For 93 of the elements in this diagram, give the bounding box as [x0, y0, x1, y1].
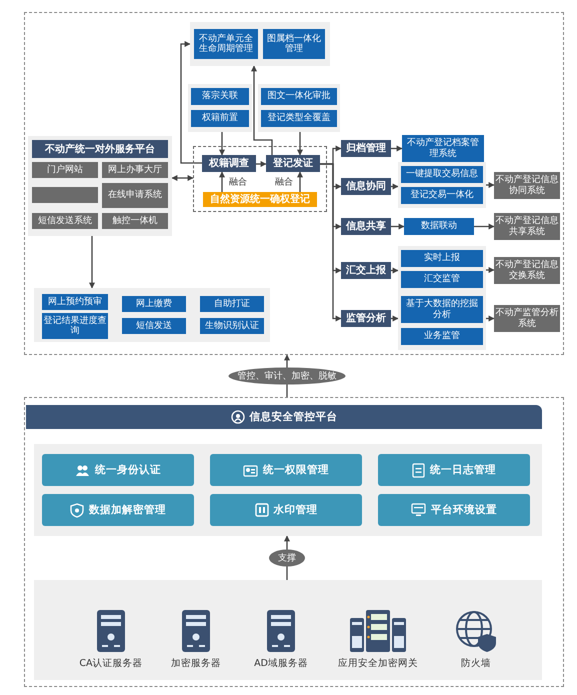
- panel: [258, 84, 340, 132]
- arrow: [297, 132, 303, 156]
- panel: [188, 84, 252, 132]
- process-box: 归档管理: [341, 140, 391, 157]
- arrow: [391, 184, 399, 190]
- banner: 自然资源统一确权登记: [203, 192, 317, 207]
- feature-tile: [210, 494, 362, 526]
- feature-box: 登记类型全覆盖: [261, 110, 337, 127]
- edge-label: 融合: [228, 176, 248, 188]
- arrow: [391, 146, 403, 152]
- server-label: CA认证服务器: [79, 657, 143, 670]
- system-box: 门户网站: [32, 162, 98, 178]
- tile-label: 统一身份认证: [95, 463, 161, 477]
- feature-box: 生物识别认证: [200, 318, 264, 334]
- feature-box: 不动产单元全生命周期管理: [194, 29, 258, 59]
- arrow: [320, 163, 342, 322]
- feature-box: 一键提取交易信息: [401, 166, 483, 183]
- process-box: 汇交上报: [341, 262, 391, 279]
- process-box: 登记发证: [266, 155, 320, 172]
- arrow: [219, 132, 225, 156]
- arrow: [474, 224, 495, 230]
- panel: [34, 288, 270, 342]
- arrow: [180, 41, 202, 164]
- feature-box: 业务监管: [401, 328, 483, 345]
- server-label: 防火墙: [461, 657, 491, 670]
- feature-tile: [210, 454, 362, 486]
- panel: [28, 136, 172, 236]
- feature-box: 登记结果进度查询: [42, 313, 108, 339]
- feature-box: 落宗关联: [191, 88, 249, 105]
- arrow: [256, 161, 267, 167]
- blank-box: [32, 187, 98, 203]
- system-box: 不动产监管分析系统: [494, 305, 560, 332]
- arrow: [251, 65, 273, 155]
- tile-label: 平台环境设置: [431, 503, 497, 517]
- panel: [398, 246, 486, 292]
- arrow: [486, 316, 495, 322]
- header-bar: [26, 405, 542, 429]
- panel: [398, 292, 486, 350]
- feature-tile: [378, 454, 530, 486]
- panel-heading: 不动产统一对外服务平台: [32, 140, 168, 158]
- feature-box: 不动产登记档案管理系统: [402, 135, 484, 162]
- arrow: [171, 175, 194, 181]
- feature-box: 数据联动: [404, 218, 474, 235]
- system-box: 在线申请系统: [102, 183, 168, 208]
- feature-box: 网上预约预审: [42, 294, 108, 310]
- system-box: 短信发送系统: [32, 213, 98, 229]
- feature-box: 网上缴费: [122, 296, 186, 312]
- feature-tile: [42, 454, 194, 486]
- edge-label: 融合: [274, 176, 294, 188]
- feature-box: 自助打证: [200, 296, 264, 312]
- edge-label: 支撑: [269, 550, 305, 566]
- server-label: 加密服务器: [171, 657, 221, 670]
- tile-label: 数据加解密管理: [89, 503, 166, 517]
- feature-box: 图文一体化审批: [261, 88, 337, 105]
- arrow: [486, 267, 495, 273]
- feature-box: 汇交监管: [401, 271, 483, 288]
- dashed-frame: [24, 397, 564, 687]
- server-label: AD域服务器: [254, 657, 308, 670]
- process-box: 权籍调查: [202, 155, 256, 172]
- system-box: 网上办事大厅: [102, 162, 168, 178]
- panel: [34, 580, 542, 680]
- feature-box: 基于大数据的挖掘分析: [401, 296, 483, 323]
- system-box: 触控一体机: [102, 213, 168, 229]
- arrow: [391, 268, 399, 274]
- feature-tile: [378, 494, 530, 526]
- dashed-frame: [24, 12, 564, 355]
- arrow: [219, 171, 225, 192]
- process-box: 监管分析: [341, 310, 391, 327]
- system-box: 不动产登记信息协同系统: [494, 172, 560, 199]
- tile-label: 统一权限管理: [263, 463, 329, 477]
- panel: [34, 444, 542, 536]
- arrow: [486, 182, 495, 188]
- feature-box: 权籍前置: [191, 110, 249, 127]
- tile-label: 水印管理: [274, 503, 318, 517]
- feature-box: 登记交易一体化: [401, 187, 483, 204]
- edge-label: 管控、审计、加密、脱敏: [228, 368, 346, 384]
- arrow: [297, 171, 303, 192]
- process-box: 信息协同: [341, 178, 391, 195]
- feature-box: 短信发送: [122, 318, 186, 334]
- feature-box: 实时上报: [401, 250, 483, 267]
- feature-tile: [42, 494, 194, 526]
- tile-label: 统一日志管理: [430, 463, 496, 477]
- panel: [398, 162, 486, 208]
- system-box: 不动产登记信息共享系统: [494, 213, 560, 240]
- panel: [190, 22, 330, 66]
- arrow: [391, 224, 405, 230]
- feature-box: 图属档一体化管理: [263, 29, 325, 59]
- arrow: [391, 316, 399, 322]
- heading: 信息安全管控平台: [250, 410, 338, 424]
- arrow: [89, 236, 95, 289]
- server-label: 应用安全加密网关: [338, 657, 418, 670]
- system-box: 不动产登记信息交换系统: [494, 257, 560, 284]
- process-box: 信息共享: [341, 218, 391, 235]
